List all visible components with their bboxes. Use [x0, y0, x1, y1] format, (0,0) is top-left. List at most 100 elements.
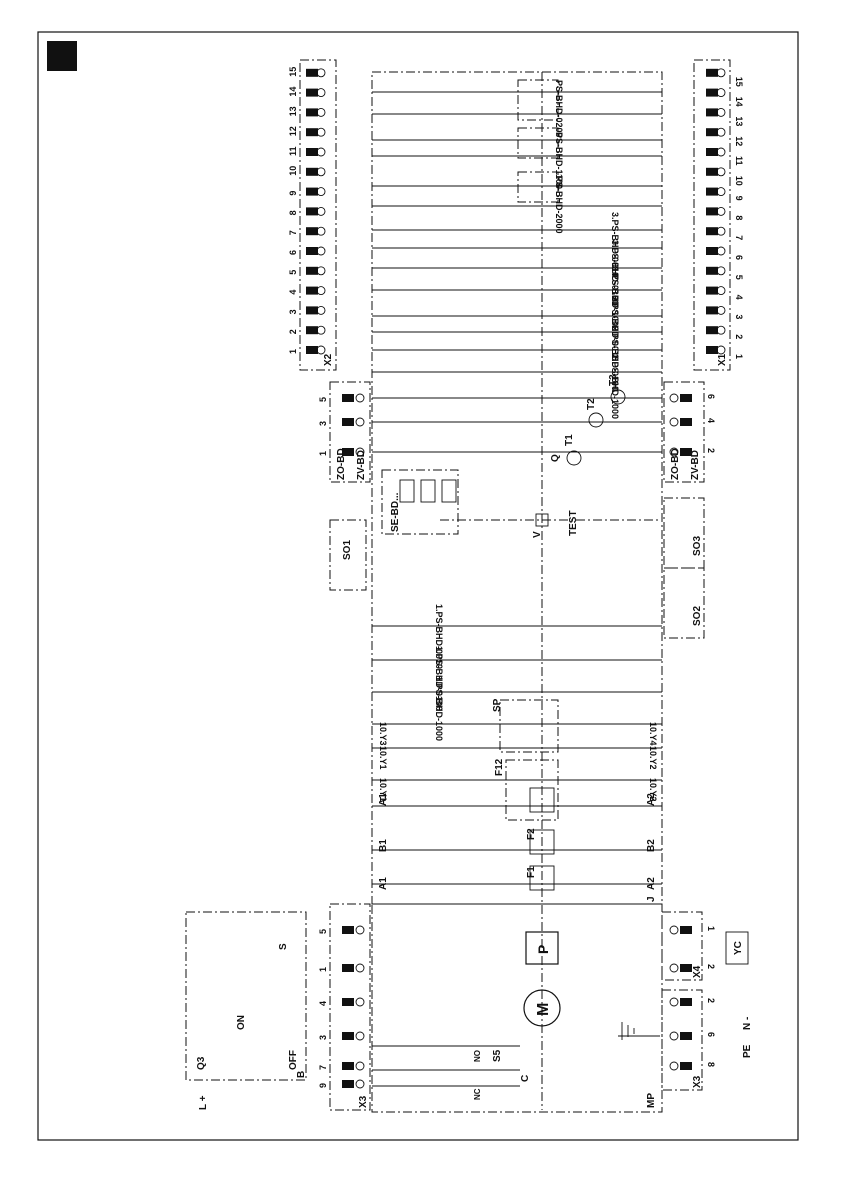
- x2-terminal-screw: [316, 206, 326, 216]
- motor-enclosure: [371, 903, 663, 1113]
- x3-right-terminal: [680, 964, 692, 972]
- se-bd-cell-3: [441, 479, 457, 503]
- x1-terminal: [706, 326, 718, 335]
- x2-terminal: [306, 227, 318, 236]
- x1-terminal-screw: [716, 68, 726, 78]
- sw-2-0010: 2.PS-BHD-0010: [610, 296, 620, 361]
- sw-3-0100: 3.PS-BHD-0100: [610, 240, 620, 305]
- x2-terminal-screw: [316, 167, 326, 177]
- x3-right-terminal: [680, 1062, 692, 1070]
- zo-bot-terminal: [680, 448, 692, 456]
- sw-1100: PS-BHD-1100: [554, 132, 564, 189]
- x1-terminal-screw: [716, 107, 726, 117]
- x2-terminal-screw: [316, 305, 326, 315]
- x3-bot-block: [661, 989, 703, 1091]
- x3-right-screw: [669, 997, 679, 1007]
- x2-terminal-number: 2: [288, 329, 298, 334]
- zo-bot-number: 4: [706, 418, 716, 423]
- zo-top-screw: [355, 417, 365, 427]
- x1-terminal-number: 1: [734, 354, 744, 359]
- label-sp: SP: [492, 698, 503, 712]
- x3-terminal-screw: [355, 963, 365, 973]
- x1-terminal-screw: [716, 206, 726, 216]
- f1-block: [529, 865, 555, 891]
- f12-block: [505, 759, 559, 821]
- x3-right-number: 8: [706, 1062, 716, 1067]
- x1-terminal: [706, 247, 718, 255]
- label-a2-top: A2: [646, 793, 657, 806]
- x3-terminal: [342, 1062, 354, 1070]
- x3-right-screw: [669, 925, 679, 935]
- x1-terminal-screw: [716, 127, 726, 137]
- x2-terminal: [306, 68, 318, 77]
- x2-terminal-number: 15: [288, 67, 298, 77]
- label-b: B: [296, 1071, 307, 1078]
- x2-terminal-screw: [316, 226, 326, 236]
- sw-2000: PS-BHD-2000: [554, 176, 564, 234]
- x1-terminal: [706, 108, 718, 117]
- label-n: N -: [742, 1017, 753, 1030]
- x3-right-number: 2: [706, 964, 716, 969]
- label-b2: B2: [646, 839, 657, 852]
- ct-t3: [610, 389, 626, 405]
- label-off: OFF: [288, 1050, 299, 1070]
- x3-right-terminal: [680, 998, 692, 1006]
- x1-terminal: [706, 148, 718, 156]
- x3-right-screw: [669, 963, 679, 973]
- x2-terminal-screw: [316, 286, 326, 296]
- x3-terminal: [342, 964, 354, 972]
- zo-top-number: 5: [318, 397, 328, 402]
- x3-terminal-number: 9: [318, 1083, 328, 1088]
- x1-terminal-screw: [716, 325, 726, 335]
- x2-terminal-screw: [316, 147, 326, 157]
- x3-terminal-screw: [355, 1031, 365, 1041]
- zo-top-number: 1: [318, 451, 328, 456]
- x2-terminal-number: 4: [288, 290, 298, 295]
- zo-bot-screw: [669, 393, 679, 403]
- x3-terminal-screw: [355, 997, 365, 1007]
- label-so1: SO1: [342, 540, 353, 560]
- x1-terminal: [706, 227, 718, 236]
- x2-terminal: [306, 286, 318, 295]
- x1-terminal-number: 3: [734, 314, 744, 319]
- zo-top-terminal: [342, 394, 354, 402]
- sw-2-0100: 2.PS-BHD-0100: [610, 326, 620, 391]
- label-f1: F1: [526, 866, 537, 878]
- x3-right-terminal: [680, 926, 692, 934]
- label-zv-top: ZV-BD: [356, 450, 367, 480]
- label-nc: NC: [473, 1088, 482, 1100]
- y-terminal-label: 10.Y1: [378, 778, 388, 802]
- x2-terminal-number: 13: [288, 106, 298, 116]
- label-yc: YC: [733, 941, 744, 955]
- x1-terminal-screw: [716, 167, 726, 177]
- label-x3-bot: X3: [692, 1075, 703, 1088]
- x2-terminal-screw: [316, 325, 326, 335]
- label-x2: X2: [323, 353, 334, 366]
- zo-top-screw: [355, 393, 365, 403]
- x1-terminal-screw: [716, 345, 726, 355]
- label-t3: T3: [608, 374, 619, 386]
- ps1-0010: 1.PS-BHD-0010: [434, 604, 444, 669]
- zo-bot-number: 6: [706, 394, 716, 399]
- label-c: C: [520, 1075, 531, 1082]
- x2-strip: [299, 59, 337, 371]
- ps1-0100: 1.PS-BHD-0100: [434, 646, 444, 711]
- pump-symbol: [525, 931, 559, 965]
- x3-terminal-number: 3: [318, 1035, 328, 1040]
- sw-3-1000: 3.PS-BHD-1000: [610, 266, 620, 331]
- label-a2-bot: A2: [646, 877, 657, 890]
- page-marker: [47, 41, 77, 71]
- x1-terminal-number: 11: [734, 156, 744, 166]
- sw-0200: PS-BHD-0200: [554, 80, 564, 138]
- x4-block: [661, 911, 703, 981]
- x1-terminal-number: 8: [734, 215, 744, 220]
- x1-terminal-screw: [716, 286, 726, 296]
- switch-box-1100: [517, 127, 559, 159]
- x1-terminal: [706, 306, 718, 315]
- zo-bd-top: [329, 381, 371, 483]
- zo-bd-bot: [663, 381, 705, 483]
- so1-box: [329, 519, 367, 591]
- y-terminal-label: 10.Y4: [648, 722, 658, 746]
- x1-terminal-screw: [716, 305, 726, 315]
